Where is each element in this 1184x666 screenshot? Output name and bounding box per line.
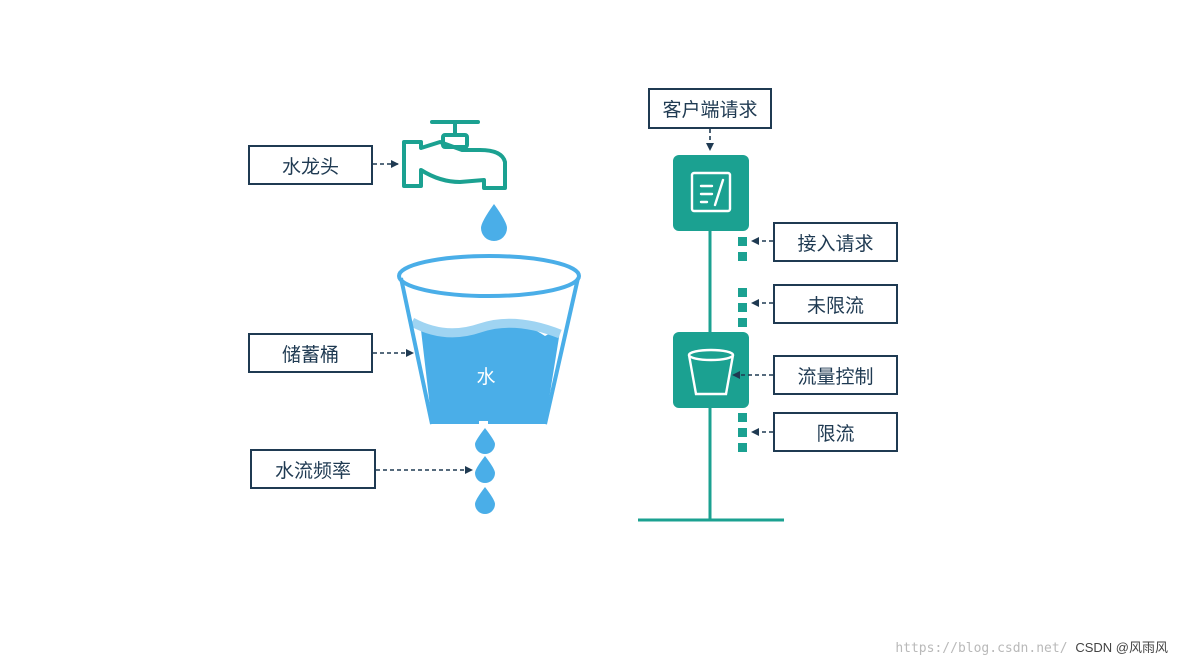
water-drop-icon [481, 204, 507, 241]
watermark-brand: CSDN @风雨风 [1075, 640, 1168, 655]
accept-request-label: 接入请求 [773, 222, 898, 262]
falling-drop-icon [475, 428, 495, 454]
watermark: https://blog.csdn.net/ CSDN @风雨风 [895, 637, 1168, 656]
falling-drop-icon [475, 456, 495, 483]
flow-control-box [673, 332, 749, 408]
falling-drop-icon [475, 487, 495, 514]
request-indicators-accept [738, 237, 747, 261]
faucet-label: 水龙头 [248, 145, 373, 185]
small-bucket-icon [687, 348, 735, 396]
unlimited-label: 未限流 [773, 284, 898, 324]
request-indicators-limited [738, 413, 747, 452]
watermark-url: https://blog.csdn.net/ [895, 641, 1068, 656]
bucket-icon [397, 254, 581, 430]
bucket-label: 储蓄桶 [248, 333, 373, 373]
request-indicators-unlimited [738, 288, 747, 327]
limited-label: 限流 [773, 412, 898, 452]
faucet-icon [402, 120, 507, 190]
document-icon [690, 171, 732, 213]
flow-frequency-label: 水流频率 [250, 449, 376, 489]
client-request-label: 客户端请求 [648, 88, 772, 129]
flow-control-label: 流量控制 [773, 355, 898, 395]
water-text: 水 [476, 366, 495, 388]
